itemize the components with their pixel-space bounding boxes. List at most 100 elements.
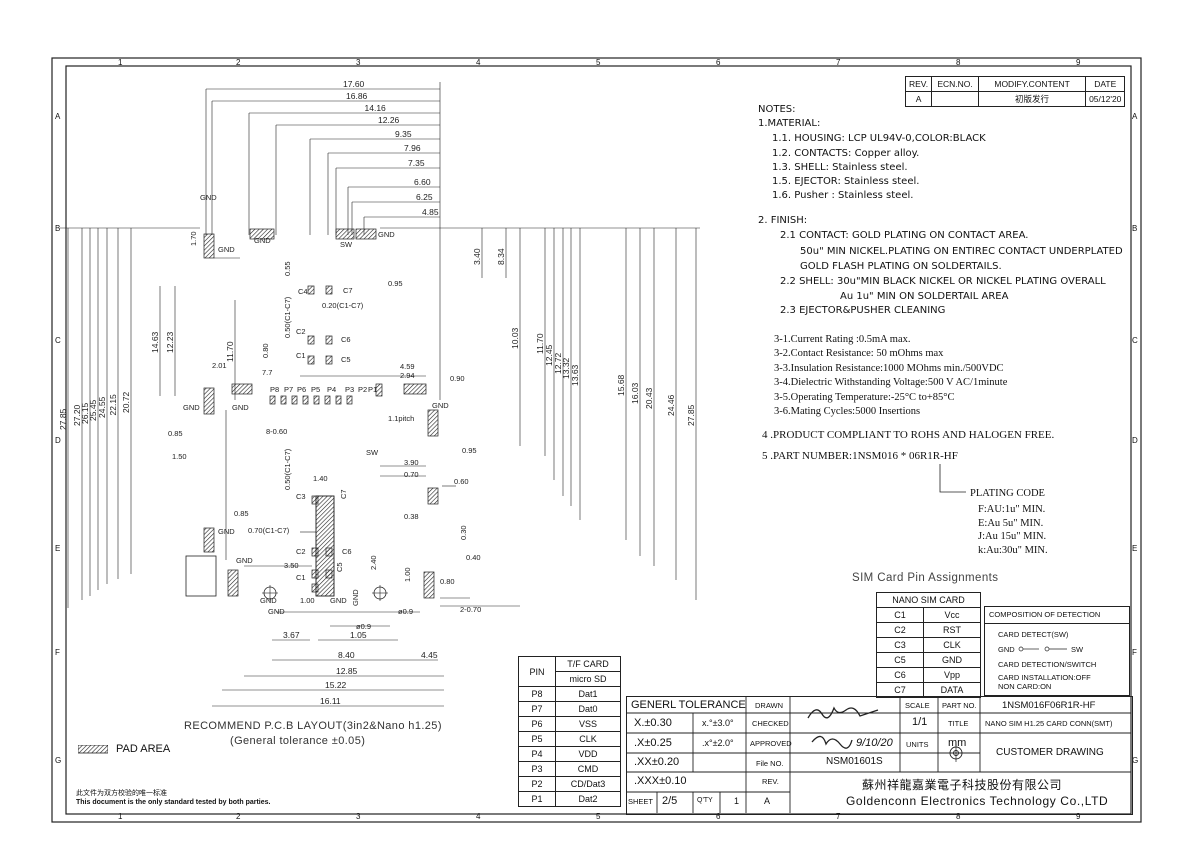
- grid-col-top-6: 6: [716, 58, 721, 67]
- material-2: 1.2. CONTACTS: Copper alloy.: [772, 148, 920, 159]
- pcb-label: 1.00: [300, 596, 315, 605]
- finish-3: GOLD FLASH PLATING ON SOLDERTAILS.: [800, 261, 1002, 272]
- pcb-label: 2.40: [369, 555, 378, 570]
- grid-col-bottom-8: 8: [956, 812, 961, 821]
- gnd-pad-mid-left: [203, 387, 215, 415]
- pcb-label: 0.30: [459, 525, 468, 540]
- left-dimension: 14.63: [150, 331, 160, 353]
- right-dimension: 20.43: [644, 387, 654, 409]
- left-dimension: 11.70: [225, 341, 235, 362]
- grid-row-right-E: E: [1132, 544, 1138, 553]
- spec-2: 3-2.Contact Resistance: 50 mOhms max: [774, 348, 944, 360]
- detection-switch-label: CARD DETECTION/SWITCH: [998, 660, 1097, 669]
- grid-col-top-7: 7: [836, 58, 841, 67]
- shell-corner-outline: [185, 555, 217, 597]
- tf-pin-header: PIN: [518, 656, 556, 687]
- detection-title: COMPOSITION OF DETECTION: [989, 610, 1101, 619]
- grid-row-left-F: F: [55, 648, 60, 657]
- top-dimension: 7.35: [408, 158, 425, 168]
- pcb-label: 7.7: [262, 368, 272, 377]
- projection-symbol-icon: [946, 744, 966, 762]
- tol-ang-2: .x°±2.0°: [702, 738, 734, 748]
- pcb-label: C4: [298, 287, 308, 296]
- finish-6: 2.3 EJECTOR&PUSHER CLEANING: [780, 305, 946, 316]
- grid-row-left-G: G: [55, 756, 62, 765]
- footer-cn: 此文件为双方校验的唯一标准: [76, 790, 167, 797]
- grid-col-bottom-4: 4: [476, 812, 481, 821]
- grid-col-bottom-7: 7: [836, 812, 841, 821]
- spec-4: 3-4.Dielectric Withstanding Voltage:500 …: [774, 377, 1008, 389]
- pcb-label: P4: [327, 385, 336, 394]
- right-dimension: 27.85: [686, 404, 696, 426]
- pcb-label: P6: [297, 385, 306, 394]
- pcb-label: C6: [341, 335, 351, 344]
- top-dimension: 6.60: [414, 177, 431, 187]
- left-dimension: 27.20: [72, 404, 82, 426]
- tolerance-title: GENERL TOLERANCE: [631, 699, 746, 711]
- pcb-label: 0.85: [168, 429, 183, 438]
- gnd-pad-top-left: [203, 233, 215, 259]
- customer-drawing: CUSTOMER DRAWING: [996, 747, 1104, 758]
- pcb-label: 0.85: [234, 509, 249, 518]
- finish-2: 50u" MIN NICKEL.PLATING ON ENTIREC CONTA…: [800, 246, 1123, 257]
- tf-dat2: Dat2: [555, 791, 621, 807]
- bottom-dimension: 8.40: [338, 650, 355, 660]
- pcb-label: GND: [232, 403, 249, 412]
- pcb-label: GND: [378, 230, 395, 239]
- material-4: 1.5. EJECTOR: Stainless steel.: [772, 176, 920, 187]
- pcb-label: 3.50: [284, 561, 299, 570]
- pcb-label: GND: [260, 596, 277, 605]
- right-dimension: 13.63: [570, 364, 580, 386]
- material-1: 1.1. HOUSING: LCP UL94V-0,COLOR:BLACK: [772, 133, 986, 144]
- part-number-note: 5 .PART NUMBER:1NSM016 * 06R1R-HF: [762, 450, 958, 462]
- grid-col-top-5: 5: [596, 58, 601, 67]
- card-detect-label: CARD DETECT(SW): [998, 630, 1069, 639]
- notes-title: NOTES:: [758, 104, 796, 115]
- bottom-dimension: 16.11: [320, 696, 341, 706]
- grid-col-top-1: 1: [118, 58, 123, 67]
- pad-area-swatch-icon: [78, 745, 108, 754]
- tol-ang-1: x.°±3.0°: [702, 718, 734, 728]
- top-dimension: 9.35: [395, 129, 412, 139]
- sim-pad: [325, 285, 333, 295]
- card-slot-outline: [315, 495, 335, 597]
- spec-1: 3-1.Current Rating :0.5mA max.: [774, 334, 911, 345]
- right-dimension: 10.03: [510, 327, 520, 349]
- contact-pad-p5: [302, 395, 309, 405]
- plating-codes: F:AU:1u" MIN. E:Au 5u" MIN. J:Au 15u" MI…: [978, 503, 1048, 557]
- left-dimension: 26.15: [80, 402, 90, 424]
- tol-2: .X±0.25: [634, 737, 672, 749]
- gnd-pad-bottom: [227, 569, 239, 597]
- title-block: [626, 696, 1133, 815]
- grid-row-left-E: E: [55, 544, 61, 553]
- pcb-label: SW: [340, 240, 353, 249]
- top-dimension: 6.25: [416, 192, 433, 202]
- pcb-label: C7: [339, 489, 348, 499]
- material-title: 1.MATERIAL:: [758, 118, 821, 129]
- gnd-pad-top-right: [355, 228, 377, 240]
- units-label: UNITS: [906, 740, 929, 749]
- gnd-pad-bottom-left: [203, 527, 215, 553]
- pcb-label: 1.50: [172, 452, 187, 461]
- approved-label: APPROVED: [750, 739, 792, 748]
- pcb-label: 0.20(C1-C7): [322, 301, 364, 310]
- bottom-dimension: 1.05: [350, 630, 367, 640]
- left-dimension: 27.85: [58, 408, 68, 430]
- detect-gnd-label: GND: [998, 645, 1015, 654]
- tol-1: X.±0.30: [634, 717, 672, 729]
- pcb-label: GND: [254, 236, 271, 245]
- signature-date: 9/10/20: [856, 737, 893, 749]
- contact-pad-p6: [291, 395, 298, 405]
- pcb-label: GND: [432, 401, 449, 410]
- part-no: 1NSM016F06R1R-HF: [1002, 700, 1096, 711]
- contact-pad-p7: [280, 395, 287, 405]
- bottom-dimension: 3.67: [283, 630, 300, 640]
- right-dimension: 11.70: [535, 333, 545, 354]
- sheet-value: 2/5: [662, 795, 678, 807]
- qty-value: 1: [734, 796, 740, 806]
- left-dimension: 25.45: [88, 399, 98, 421]
- grid-col-bottom-5: 5: [596, 812, 601, 821]
- pcb-label: 1.70: [189, 231, 198, 246]
